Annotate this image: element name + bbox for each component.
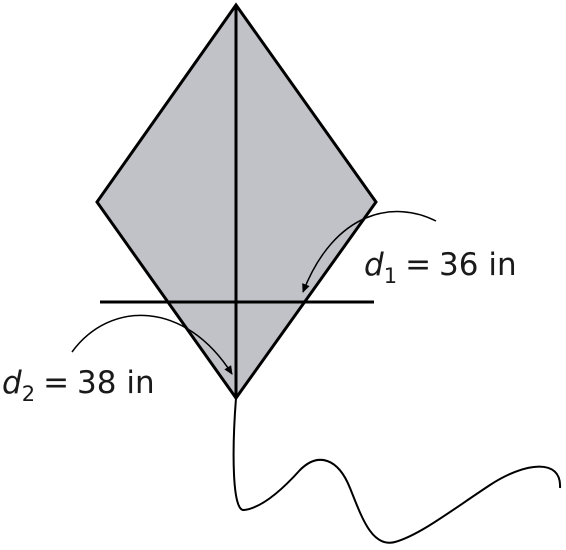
d2-equals: = — [43, 365, 69, 401]
d1-variable: d — [364, 247, 384, 283]
d2-label: d2 =38 in — [2, 365, 155, 406]
d1-label: d1 =36 in — [364, 247, 517, 288]
d1-subscript: 1 — [384, 264, 397, 288]
kite-tail — [232, 397, 562, 544]
d2-subscript: 2 — [22, 382, 35, 406]
d2-variable: d — [2, 365, 22, 401]
d2-value: 38 in — [77, 365, 155, 401]
d2-leader-arrow — [71, 314, 233, 375]
d1-value: 36 in — [439, 247, 517, 283]
d1-leader-arrow — [302, 210, 437, 293]
d1-equals: = — [405, 247, 431, 283]
